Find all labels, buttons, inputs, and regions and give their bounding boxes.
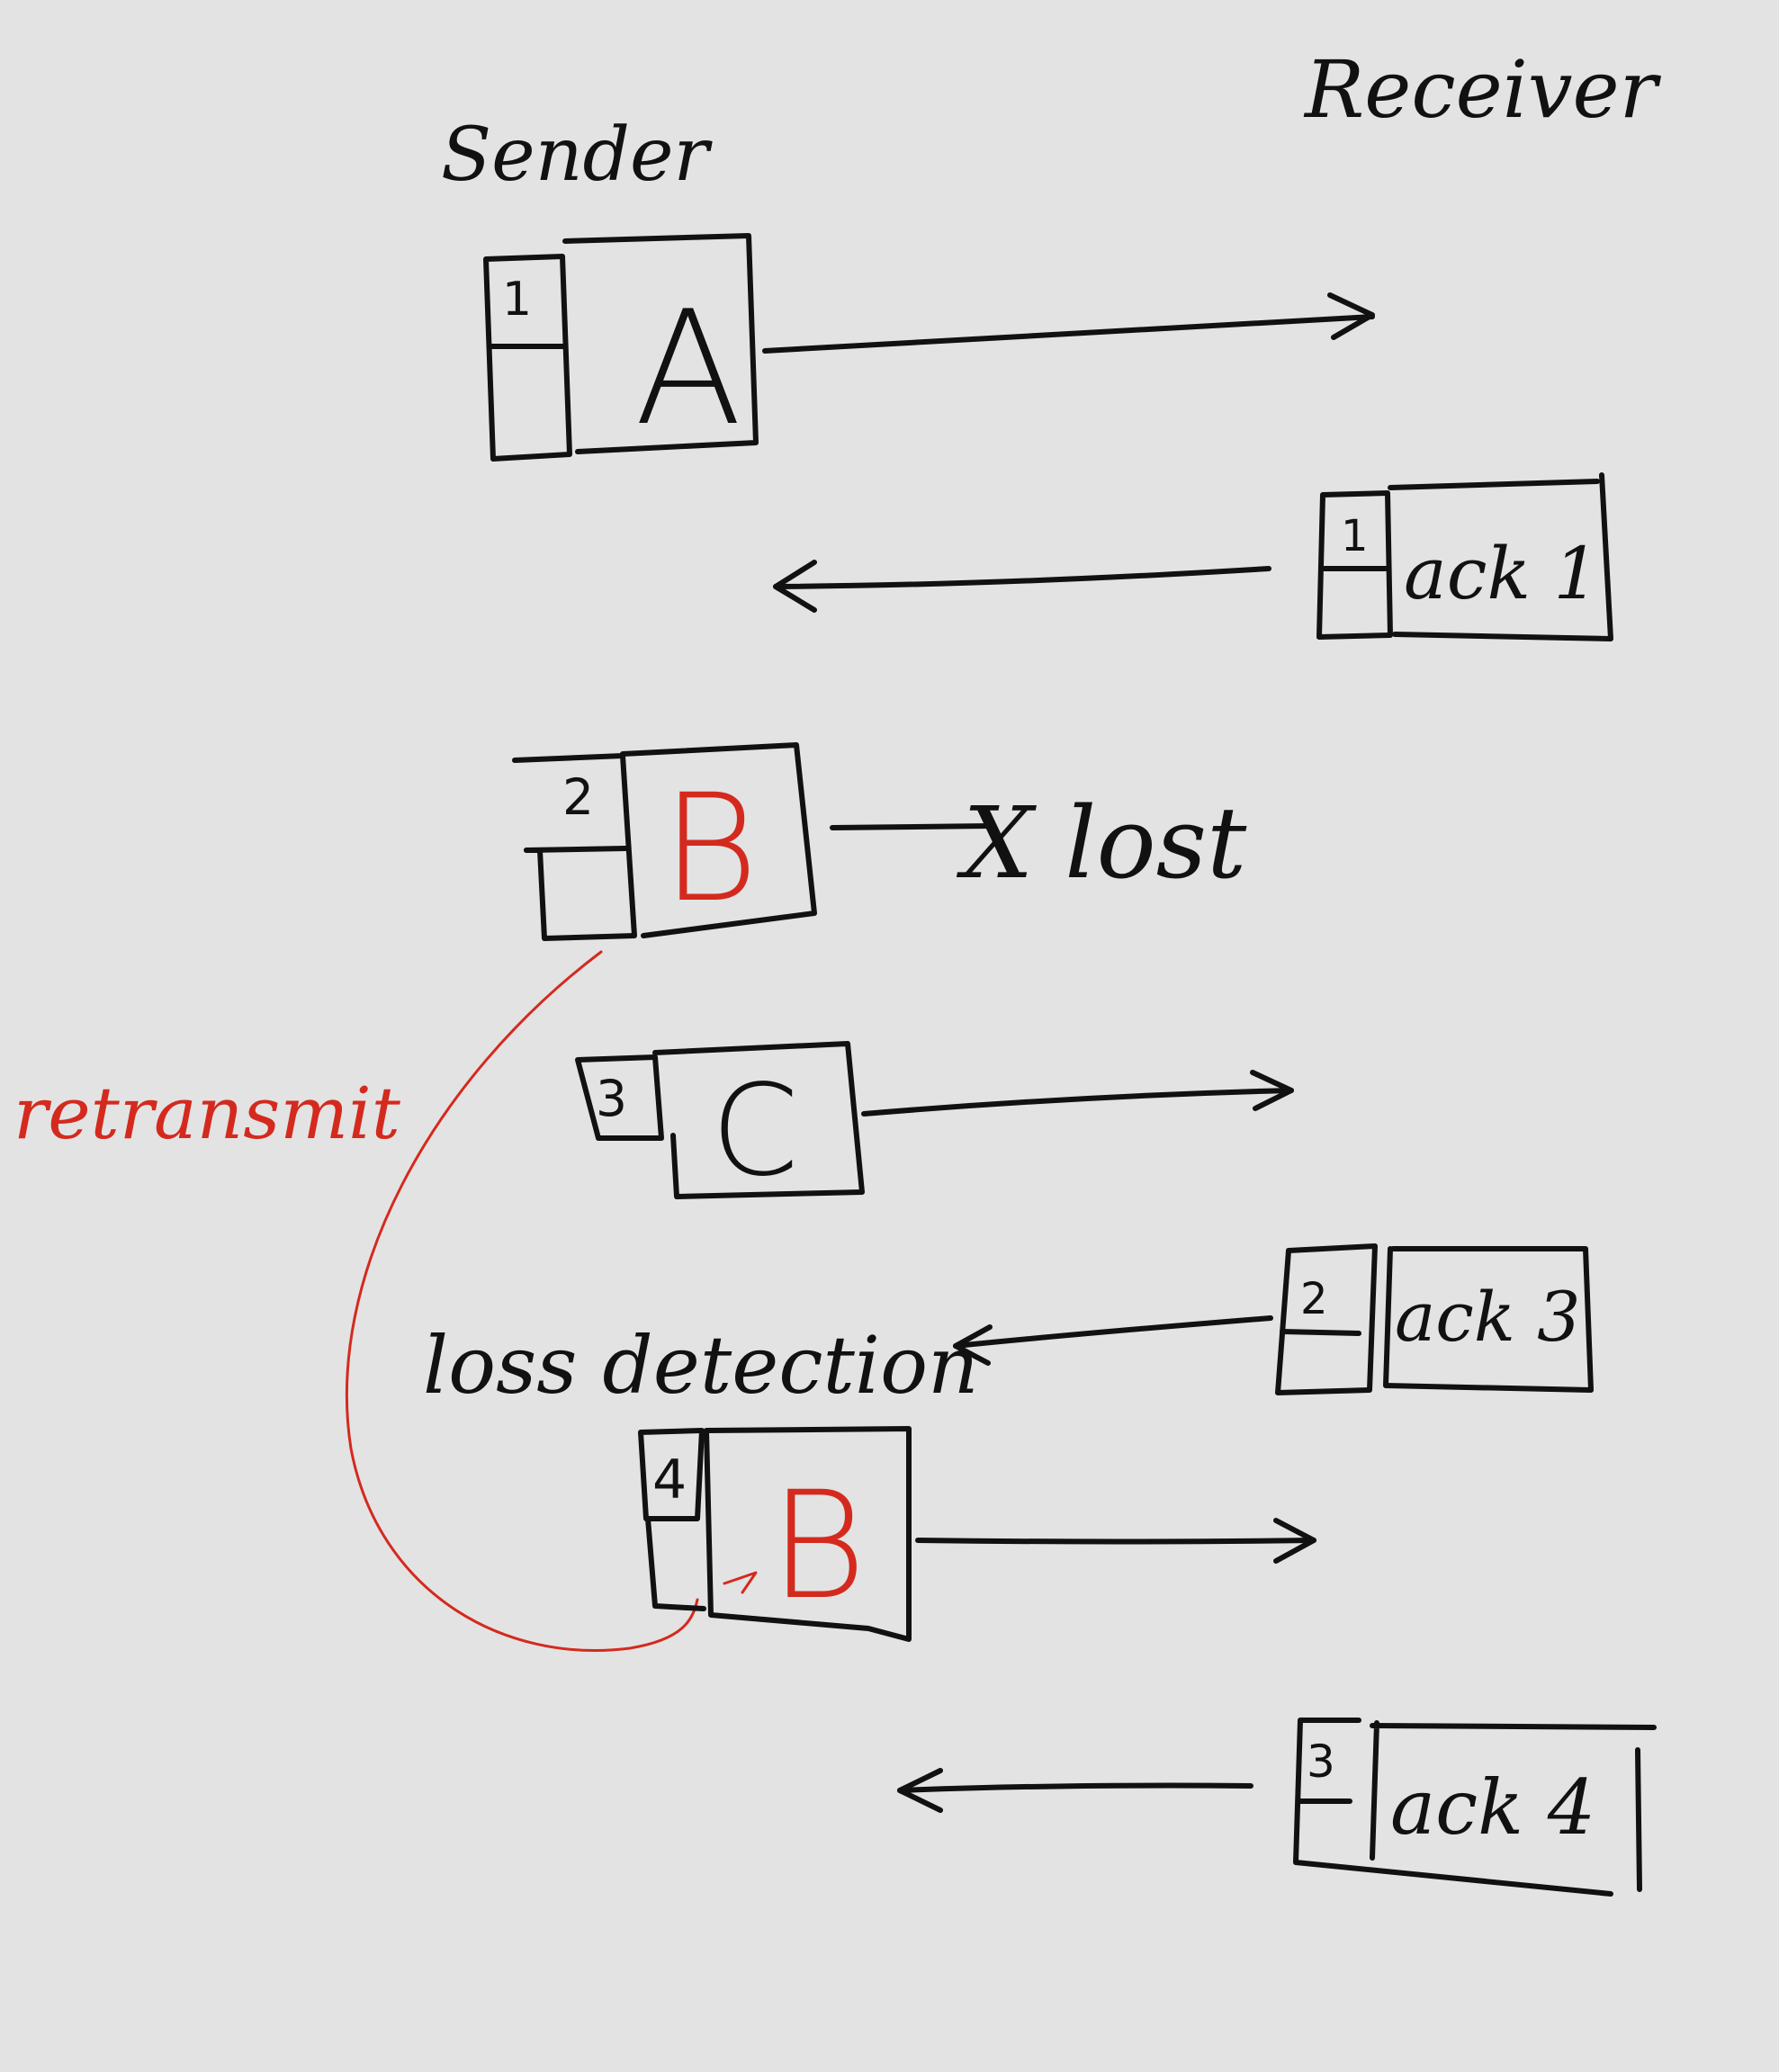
ack-1-arrow: [773, 560, 1271, 613]
ack-3-header-box: [1275, 1243, 1378, 1395]
ack-4: 3 ack 4: [1293, 1718, 1657, 1897]
sender-header: Sender: [441, 112, 714, 198]
packet-4-arrow: [915, 1518, 1316, 1564]
packet-1-arrow: [762, 292, 1375, 354]
ack-3-header-divider: [1280, 1329, 1361, 1336]
packet-2-number: 2: [562, 768, 594, 826]
retransmit-curve: [345, 950, 699, 1652]
packet-3-payload-box: [652, 1041, 865, 1199]
retransmit-label: retransmit: [13, 1072, 401, 1155]
packet-4-header-box: [638, 1428, 705, 1521]
ack-4-arrow: [897, 1768, 1253, 1813]
ack-4-header-box: [1293, 1718, 1613, 1897]
packet-3-number: 3: [596, 1070, 627, 1127]
packet-3: 3 C: [575, 1041, 865, 1205]
packet-2-payload-box: [620, 742, 817, 938]
packet-4-lower-box: [645, 1516, 706, 1611]
packet-1: 1 A: [483, 233, 759, 462]
packet-1-header-box: [483, 254, 572, 462]
packet-2-arrow: [830, 823, 993, 830]
ack-4-number: 3: [1307, 1736, 1335, 1788]
packet-4-payload: B: [769, 1459, 867, 1632]
packet-4-number: 4: [652, 1449, 687, 1511]
ack-4-payload-box: [1370, 1720, 1657, 1892]
ack-3: 2 ack 3: [1275, 1243, 1594, 1395]
packet-3-payload: C: [711, 1058, 799, 1205]
packet-3-header-box: [575, 1054, 664, 1141]
packet-2-header-divider: [524, 846, 628, 853]
retransmit-arrowhead: [723, 1571, 758, 1594]
packet-1-payload: A: [634, 278, 742, 461]
ack-1-number: 1: [1341, 511, 1369, 561]
ack-1-header-box: [1316, 490, 1393, 640]
packet-2: 2 B: [512, 742, 817, 941]
packet-2-lost-indicator: X lost: [830, 785, 1247, 901]
ack-3-number: 2: [1300, 1274, 1328, 1324]
ack-4-label: ack 4: [1390, 1763, 1595, 1852]
receiver-header: Receiver: [1303, 43, 1662, 136]
ack-3-payload-box: [1383, 1246, 1594, 1393]
ack-3-arrow: [953, 1315, 1273, 1366]
ack-3-label: ack 3: [1395, 1277, 1580, 1357]
loss-detection-label: loss detection: [423, 1319, 979, 1412]
ack-1-payload-box: [1388, 472, 1613, 641]
packet-4: 4 B: [638, 1426, 912, 1642]
ack-1-label: ack 1: [1404, 532, 1599, 615]
packet-1-payload-box: [562, 233, 759, 454]
packet-2-payload: B: [661, 762, 759, 935]
ack-1: 1 ack 1: [1316, 472, 1613, 641]
packet-2-lost-label: X lost: [956, 785, 1247, 901]
packet-4-payload-box: [704, 1426, 912, 1642]
packet-3-arrow: [861, 1070, 1294, 1117]
packet-1-number: 1: [502, 273, 532, 327]
